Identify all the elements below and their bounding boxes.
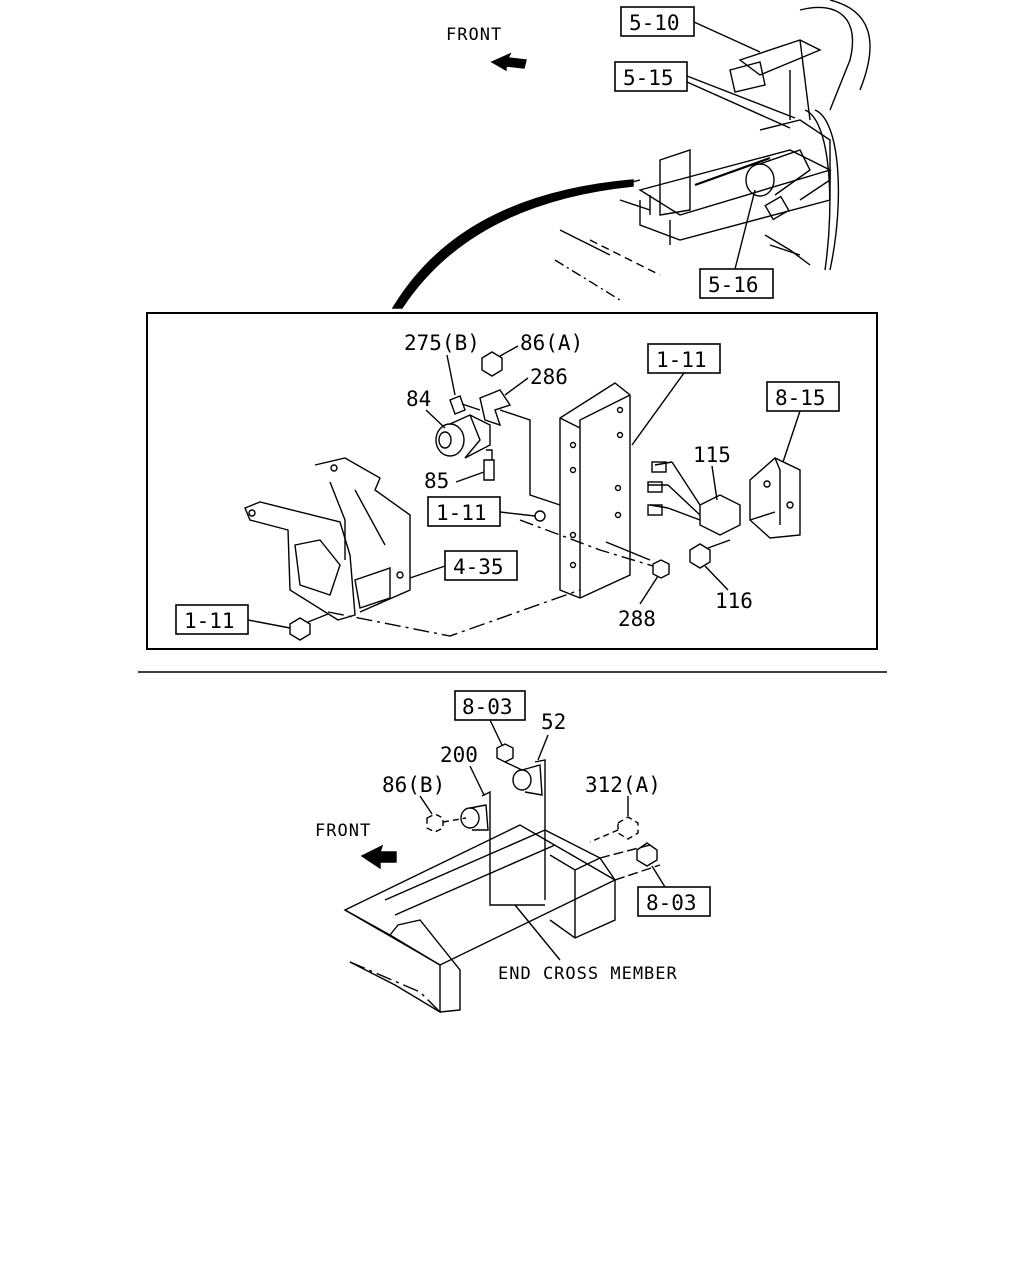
callout-arc [391, 179, 634, 309]
svg-text:1-11: 1-11 [436, 501, 487, 525]
part-label-85: 85 [424, 469, 449, 493]
ref-box-8-03-bottom[interactable]: 8-03 [637, 865, 711, 917]
part-label-200: 200 [440, 743, 478, 767]
part-label-115: 115 [693, 443, 731, 467]
ref-box-5-16[interactable]: 5-16 [699, 189, 774, 299]
part-label-116: 116 [715, 589, 753, 613]
part-label-286: 286 [530, 365, 568, 389]
part-label-312a: 312(A) [585, 773, 661, 797]
detail-view: 275(B) 86(A) 286 84 85 115 116 288 1-11 … [146, 312, 878, 650]
ref-box-1-11-bolt[interactable]: 1-11 [175, 604, 291, 635]
svg-text:1-11: 1-11 [656, 348, 707, 372]
end-cross-member-caption: END CROSS MEMBER [498, 964, 678, 984]
svg-text:8-15: 8-15 [775, 386, 826, 410]
ref-box-5-10[interactable]: 5-10 [620, 6, 761, 53]
svg-text:8-03: 8-03 [646, 891, 697, 915]
ref-box-1-11-middle[interactable]: 1-11 [427, 496, 536, 527]
svg-text:5-10: 5-10 [629, 11, 680, 35]
ref-box-5-15[interactable]: 5-15 [614, 61, 796, 129]
ref-box-8-15[interactable]: 8-15 [766, 381, 840, 463]
part-label-288: 288 [618, 607, 656, 631]
part-label-86a: 86(A) [520, 331, 583, 355]
ref-box-4-35[interactable]: 4-35 [409, 550, 518, 581]
svg-text:5-15: 5-15 [623, 66, 674, 90]
ref-box-8-03-top[interactable]: 8-03 [454, 690, 526, 746]
svg-text:1-11: 1-11 [184, 609, 235, 633]
svg-text:4-35: 4-35 [453, 555, 504, 579]
ref-box-1-11-top[interactable]: 1-11 [631, 343, 721, 446]
front-arrow-icon [490, 52, 527, 72]
detail-frame [146, 312, 878, 650]
front-arrow-icon-lower [360, 844, 397, 870]
svg-text:8-03: 8-03 [462, 695, 513, 719]
part-label-84: 84 [406, 387, 431, 411]
part-label-86b: 86(B) [382, 773, 445, 797]
front-label-lower: FRONT [315, 821, 371, 841]
svg-text:5-16: 5-16 [708, 273, 759, 297]
top-view: FRONT 5-10 [391, 0, 871, 309]
lower-view: FRONT 52 200 86(B) 312(A) [315, 690, 711, 1014]
part-label-52: 52 [541, 710, 566, 734]
front-label-top: FRONT [446, 25, 502, 45]
part-label-275b: 275(B) [404, 331, 480, 355]
